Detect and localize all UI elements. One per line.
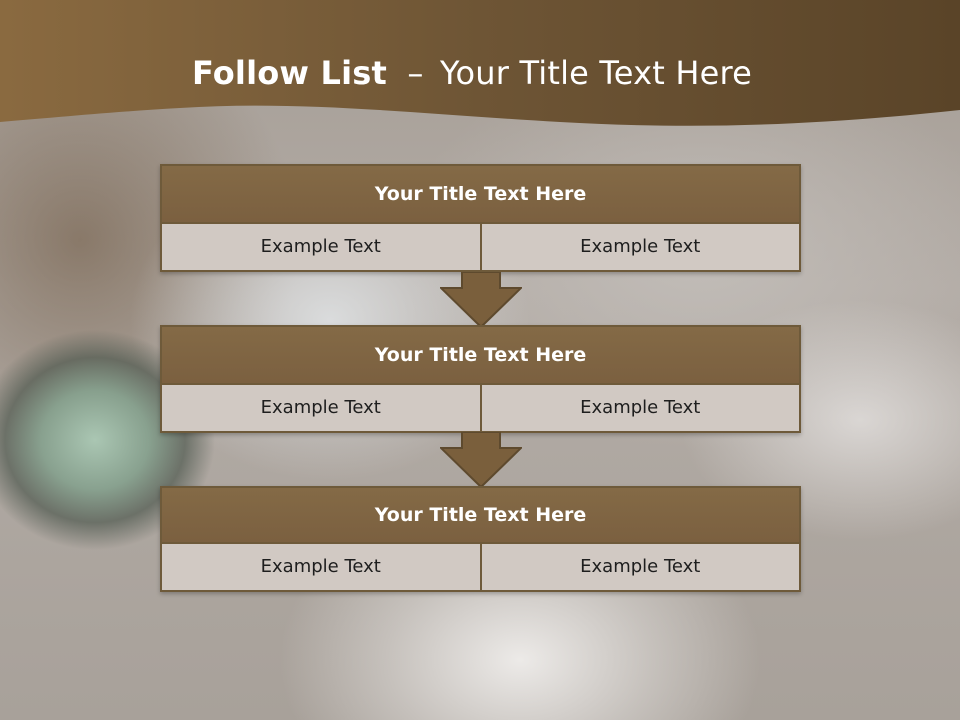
flow-block-2: Your Title Text Here Example Text Exampl… xyxy=(160,325,801,433)
flow-block-row: Example Text Example Text xyxy=(162,544,799,590)
flow-block-cell-left: Example Text xyxy=(162,385,480,431)
flow-block-cell-right: Example Text xyxy=(479,544,799,590)
page-title-separator: – xyxy=(407,54,424,92)
flow-block-3: Your Title Text Here Example Text Exampl… xyxy=(160,486,801,592)
flow-block-1: Your Title Text Here Example Text Exampl… xyxy=(160,164,801,272)
down-arrow-icon xyxy=(440,432,522,488)
page-title: Follow List – Your Title Text Here xyxy=(0,54,944,92)
flow-block-title: Your Title Text Here xyxy=(162,166,799,224)
page-title-bold: Follow List xyxy=(191,54,388,92)
flow-block-cell-left: Example Text xyxy=(162,544,480,590)
flow-block-cell-right: Example Text xyxy=(479,224,799,270)
flow-block-title: Your Title Text Here xyxy=(162,488,799,544)
down-arrow-icon xyxy=(440,272,522,328)
page-title-text: Your Title Text Here xyxy=(440,54,753,92)
header-band xyxy=(0,0,960,126)
flow-block-cell-left: Example Text xyxy=(162,224,480,270)
flow-block-cell-right: Example Text xyxy=(479,385,799,431)
flow-block-row: Example Text Example Text xyxy=(162,385,799,431)
flow-block-title: Your Title Text Here xyxy=(162,327,799,385)
flow-block-row: Example Text Example Text xyxy=(162,224,799,270)
